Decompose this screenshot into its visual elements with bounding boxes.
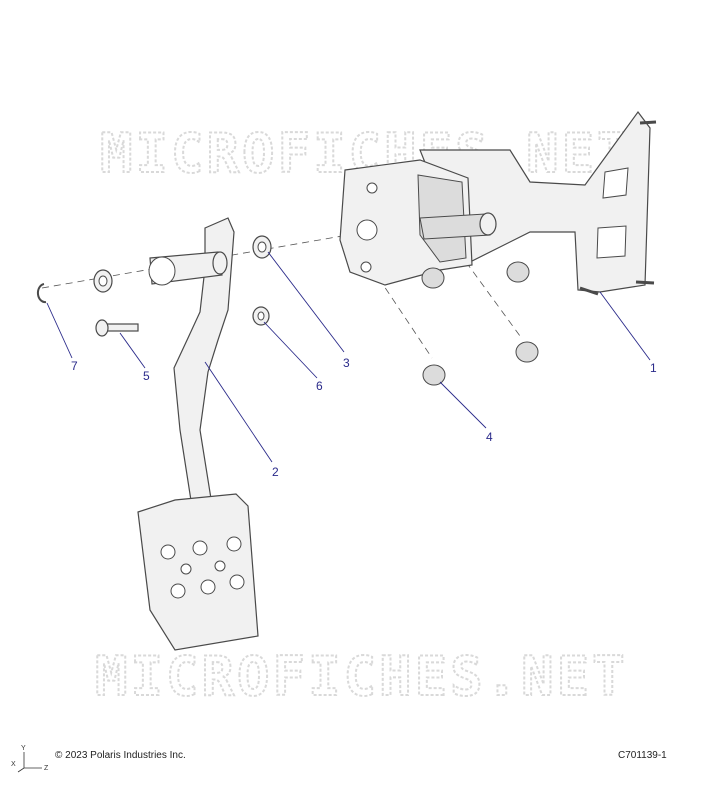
watermark-bottom: MICROFICHES.NET (95, 645, 628, 708)
leader-lines (46, 251, 651, 463)
axis-z-label: Z (44, 765, 49, 772)
callout-3: 3 (343, 356, 350, 370)
part-6-bushing (252, 306, 270, 326)
axis-triad: Y Z X (11, 745, 49, 773)
diagram-code: C701139-1 (618, 750, 667, 761)
callout-5: 5 (143, 369, 150, 383)
pedal-pad-studs (160, 536, 245, 599)
callout-6: 6 (316, 379, 323, 393)
part-3-bushing (252, 235, 272, 259)
axis-y-label: Y (21, 745, 26, 752)
axis-x-label: X (11, 761, 16, 768)
callout-2: 2 (272, 465, 279, 479)
part-7-clip (36, 269, 113, 304)
part-5-bolt (95, 319, 139, 337)
part-1-bracket (339, 110, 657, 296)
part-4-nuts (421, 261, 539, 386)
copyright-text: © 2023 Polaris Industries Inc. (55, 750, 186, 761)
callout-4: 4 (486, 430, 493, 444)
callout-1: 1 (650, 361, 657, 375)
part-2-pedal (137, 217, 259, 651)
callout-7: 7 (71, 359, 78, 373)
